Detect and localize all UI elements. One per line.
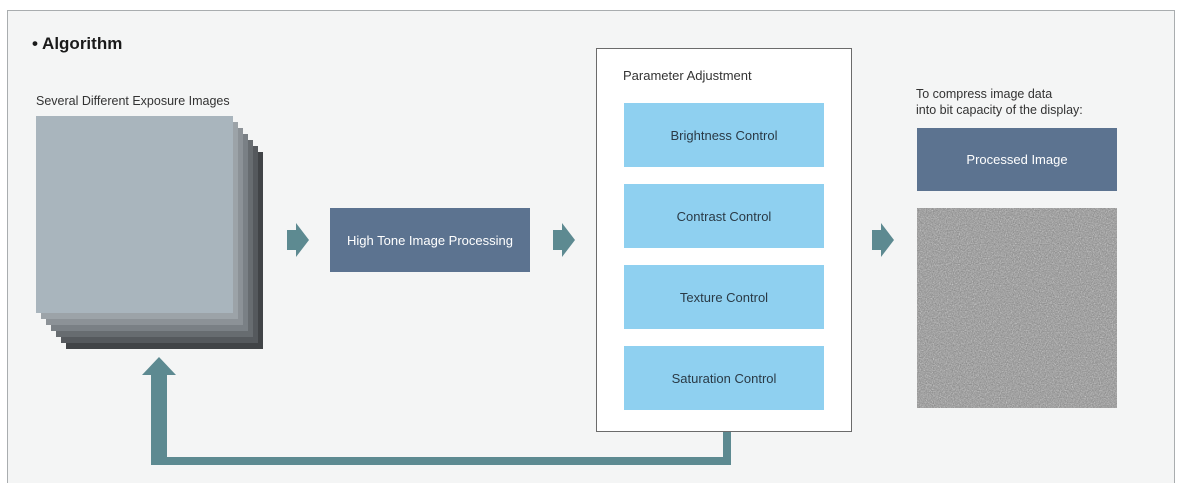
processed-image-label: Processed Image (966, 152, 1068, 167)
high-tone-processing-label: High Tone Image Processing (347, 232, 513, 248)
compress-note-line-1: To compress image data (916, 87, 1053, 101)
saturation-control-label: Saturation Control (671, 370, 777, 386)
section-title: • Algorithm (32, 34, 123, 53)
parameter-adjustment-title: Parameter Adjustment (623, 68, 752, 83)
exposure-layer-1 (36, 116, 233, 313)
processed-image-box: Processed Image (917, 128, 1117, 191)
processed-noise-image (917, 208, 1117, 408)
contrast-control-box: Contrast Control (624, 184, 824, 248)
exposure-images-label: Several Different Exposure Images (36, 94, 230, 108)
arrow-right-icon (553, 223, 575, 257)
arrow-right-icon (287, 223, 309, 257)
arrow-right-icon (872, 223, 894, 257)
compress-note-line-2: into bit capacity of the display: (916, 103, 1083, 117)
brightness-control-box: Brightness Control (624, 103, 824, 167)
feedback-arrow-icon (142, 357, 731, 465)
high-tone-processing-box: High Tone Image Processing (330, 208, 530, 272)
texture-control-label: Texture Control (679, 289, 769, 305)
compress-note: To compress image data into bit capacity… (916, 86, 1083, 118)
contrast-control-label: Contrast Control (676, 208, 772, 224)
texture-control-box: Texture Control (624, 265, 824, 329)
brightness-control-label: Brightness Control (670, 127, 778, 143)
saturation-control-box: Saturation Control (624, 346, 824, 410)
